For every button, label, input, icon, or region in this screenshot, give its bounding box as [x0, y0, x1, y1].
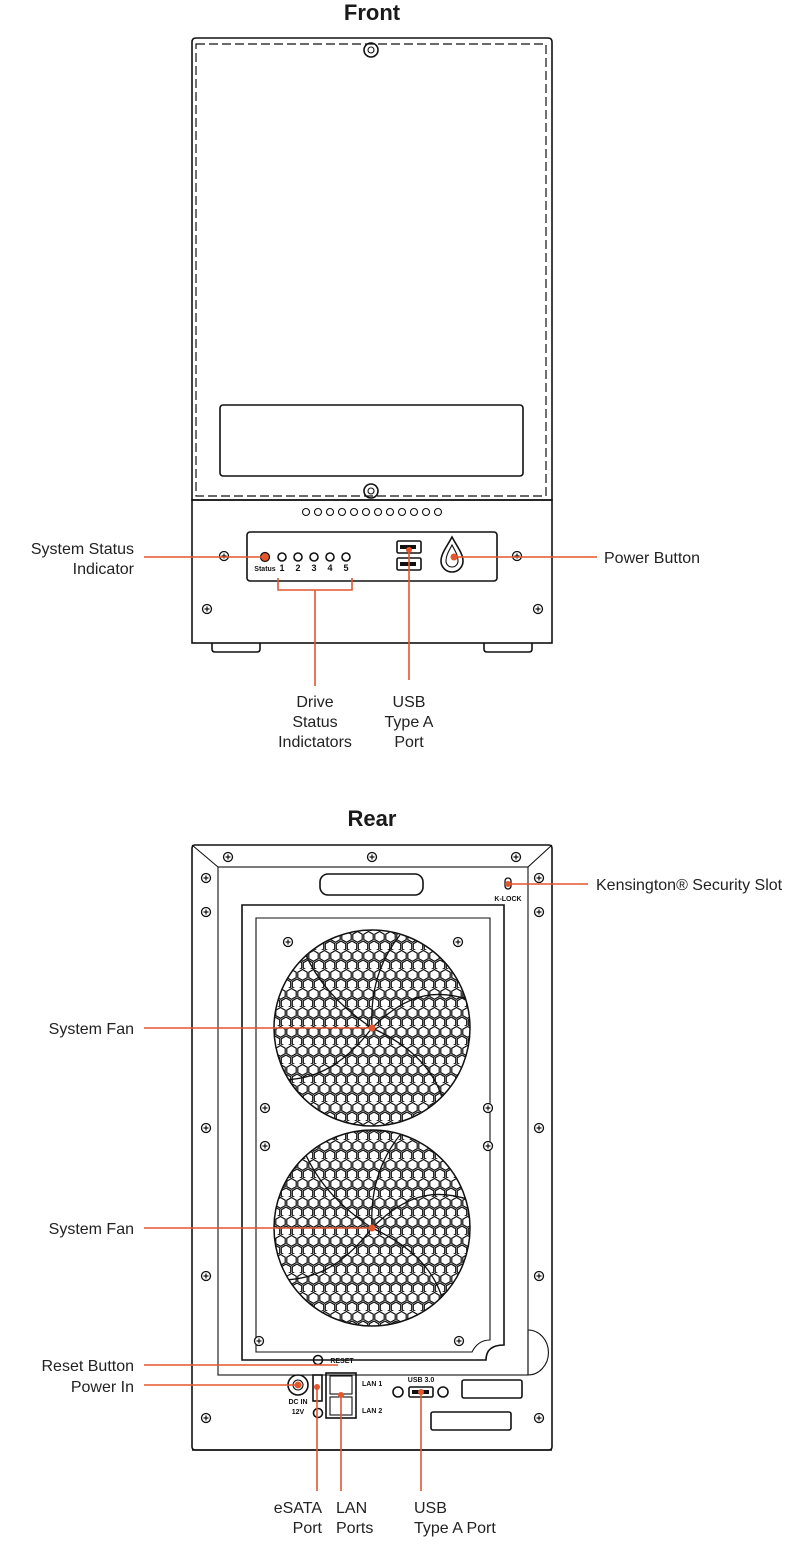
dc-in-label: DC IN — [288, 1399, 307, 1406]
drive-status-leds — [277, 552, 351, 562]
callout-drive-status-2: Status — [292, 714, 337, 731]
bay-number-2: 2 — [295, 563, 300, 573]
callout-esata-1: eSATA — [274, 1500, 323, 1517]
lan1-label: LAN 1 — [362, 1381, 382, 1388]
callout-usb-front-2: Type A — [385, 714, 434, 731]
lan2-label: LAN 2 — [362, 1408, 382, 1415]
bay-number-4: 4 — [327, 563, 332, 573]
dc-voltage-label: 12V — [292, 1409, 305, 1416]
callout-power-in: Power In — [71, 1379, 134, 1396]
callout-reset-button: Reset Button — [42, 1358, 135, 1375]
callout-kensington: Kensington® Security Slot — [596, 877, 783, 894]
status-led-caption: Status — [254, 566, 276, 573]
callout-drive-status-1: Drive — [296, 694, 333, 711]
front-chassis — [191, 37, 553, 653]
callout-lan-1: LAN — [336, 1500, 367, 1517]
callout-drive-status-3: Indictators — [278, 734, 352, 751]
rear-usb-label: USB 3.0 — [408, 1377, 435, 1384]
callout-system-status-2: Indicator — [73, 561, 135, 578]
callout-power-button: Power Button — [604, 550, 700, 567]
rear-chassis — [191, 844, 553, 1451]
callout-system-status-1: System Status — [31, 541, 134, 558]
bay-number-3: 3 — [311, 563, 316, 573]
front-vent-holes — [301, 507, 443, 517]
bay-number-5: 5 — [343, 563, 348, 573]
front-callout-lines — [144, 547, 597, 686]
callout-usb-rear-2: Type A Port — [414, 1520, 496, 1537]
callout-fan-bottom: System Fan — [49, 1221, 134, 1238]
callout-usb-front-1: USB — [393, 694, 426, 711]
callout-usb-rear-1: USB — [414, 1500, 447, 1517]
reset-label: RESET — [330, 1358, 354, 1365]
front-title: Front — [344, 0, 401, 25]
bay-number-1: 1 — [279, 563, 284, 573]
rear-title: Rear — [348, 806, 397, 831]
callout-esata-2: Port — [293, 1520, 323, 1537]
callout-fan-top: System Fan — [49, 1021, 134, 1038]
rear-callout-lines — [144, 881, 588, 1491]
callout-lan-2: Ports — [336, 1520, 373, 1537]
klock-label: K-LOCK — [494, 896, 521, 903]
callout-usb-front-3: Port — [394, 734, 424, 751]
